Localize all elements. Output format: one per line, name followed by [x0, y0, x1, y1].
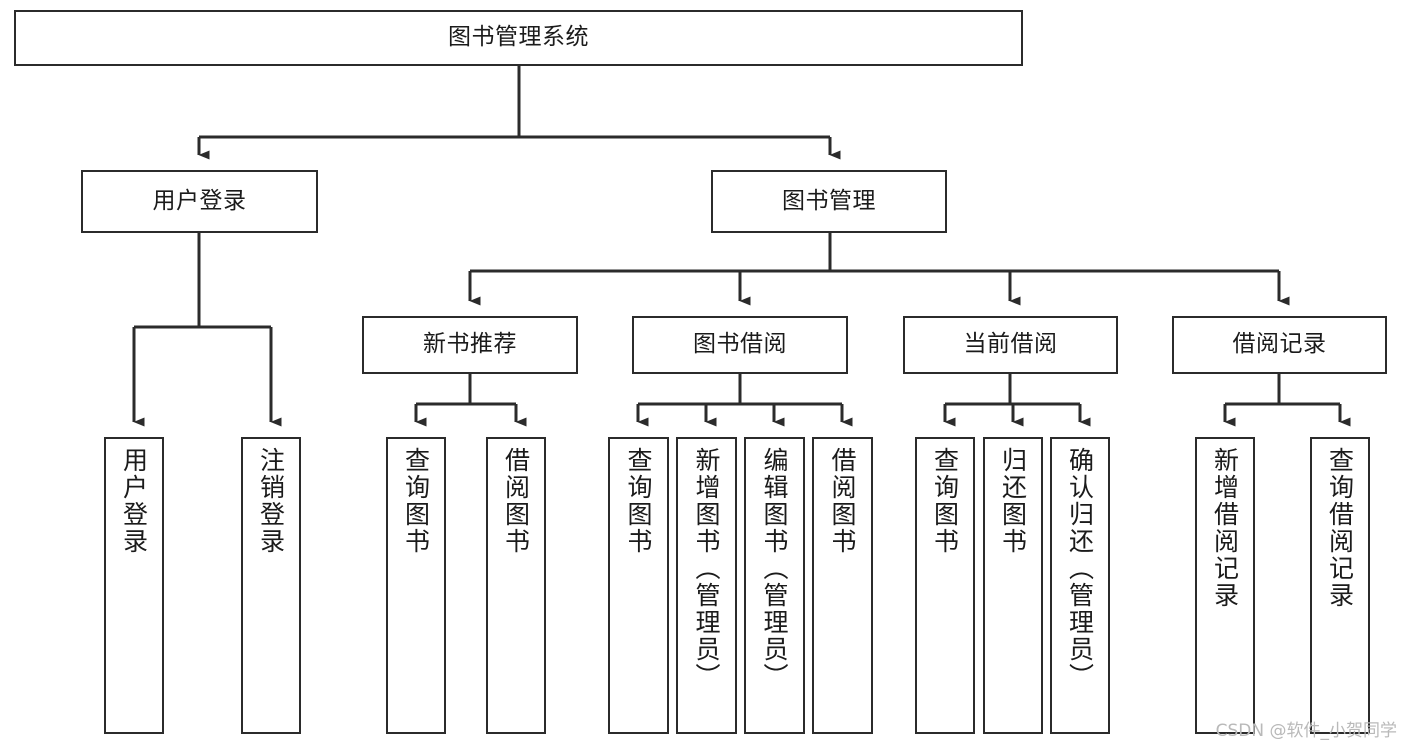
node-book-borrow[interactable]: 图书借阅: [632, 316, 848, 374]
node-leaf-add-record[interactable]: 新增借阅记录: [1195, 437, 1255, 734]
node-leaf-return-book[interactable]: 归还图书: [983, 437, 1043, 734]
node-leaf-edit-book-label: 编辑图书（管理员）: [760, 447, 789, 690]
node-leaf-query-record[interactable]: 查询借阅记录: [1310, 437, 1370, 734]
node-leaf-query-record-label: 查询借阅记录: [1325, 447, 1355, 609]
node-user-login[interactable]: 用户登录: [81, 170, 318, 233]
node-borrow-record[interactable]: 借阅记录: [1172, 316, 1387, 374]
node-book-borrow-label: 图书借阅: [693, 331, 787, 358]
node-leaf-user-logout-label: 注销登录: [256, 447, 286, 555]
node-leaf-user-login[interactable]: 用户登录: [104, 437, 164, 734]
node-root-label: 图书管理系统: [448, 24, 589, 51]
node-leaf-query-book-3[interactable]: 查询图书: [915, 437, 975, 734]
node-leaf-confirm-return-label: 确认归还（管理员）: [1065, 447, 1095, 690]
node-current-borrow[interactable]: 当前借阅: [903, 316, 1118, 374]
node-leaf-borrow-book-1-label: 借阅图书: [501, 447, 531, 555]
node-leaf-user-login-label: 用户登录: [119, 447, 149, 555]
node-leaf-borrow-book-1[interactable]: 借阅图书: [486, 437, 546, 734]
node-leaf-add-record-label: 新增借阅记录: [1210, 447, 1240, 609]
node-leaf-edit-book[interactable]: 编辑图书（管理员）: [744, 437, 805, 734]
node-leaf-add-book-label: 新增图书（管理员）: [692, 447, 721, 690]
node-leaf-user-logout[interactable]: 注销登录: [241, 437, 301, 734]
node-borrow-record-label: 借阅记录: [1232, 331, 1327, 358]
node-leaf-query-book-1-label: 查询图书: [401, 447, 431, 555]
node-leaf-borrow-book-2-label: 借阅图书: [828, 447, 857, 555]
node-book-manage-label: 图书管理: [782, 187, 876, 214]
node-leaf-query-book-1[interactable]: 查询图书: [386, 437, 446, 734]
node-leaf-query-book-2[interactable]: 查询图书: [608, 437, 669, 734]
node-leaf-borrow-book-2[interactable]: 借阅图书: [812, 437, 873, 734]
node-book-manage[interactable]: 图书管理: [711, 170, 947, 233]
node-leaf-return-book-label: 归还图书: [998, 447, 1028, 555]
node-leaf-confirm-return[interactable]: 确认归还（管理员）: [1050, 437, 1110, 734]
node-new-book-recommend-label: 新书推荐: [423, 331, 517, 358]
node-leaf-add-book[interactable]: 新增图书（管理员）: [676, 437, 737, 734]
node-root[interactable]: 图书管理系统: [14, 10, 1023, 66]
node-leaf-query-book-3-label: 查询图书: [930, 447, 960, 555]
node-current-borrow-label: 当前借阅: [963, 331, 1058, 358]
node-new-book-recommend[interactable]: 新书推荐: [362, 316, 578, 374]
node-user-login-label: 用户登录: [152, 187, 247, 214]
node-leaf-query-book-2-label: 查询图书: [624, 447, 653, 555]
